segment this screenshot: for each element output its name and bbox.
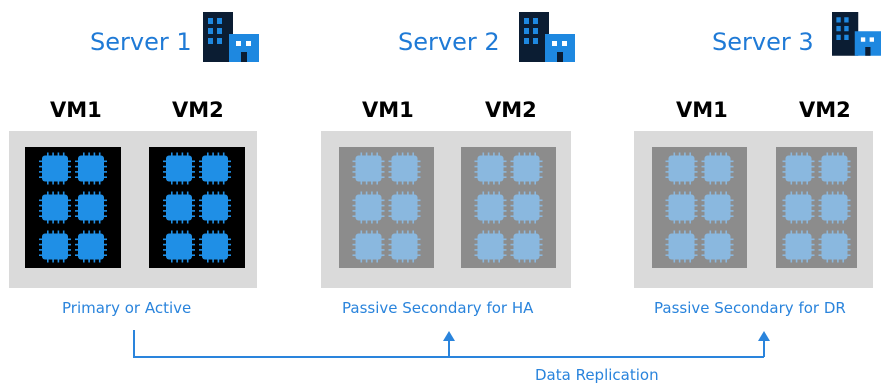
server-2-vm2 [461,147,556,268]
server-3-vm2-label: VM2 [799,98,851,122]
processor-chip-icon [665,230,698,263]
processor-chip-icon [163,191,195,224]
processor-chip-icon [75,230,107,263]
server-2-vm2-label: VM2 [485,98,537,122]
arrowhead-server-3 [758,331,770,341]
processor-chip-icon [39,230,71,263]
processor-chip-icon [199,152,231,185]
processor-chip-icon [665,152,698,185]
server-2-role-label: Passive Secondary for HA [342,299,534,317]
building-icon [519,12,575,62]
processor-chip-icon [352,152,385,185]
processor-chip-icon [39,152,71,185]
server-1-vm1 [25,147,121,268]
processor-chip-icon [510,191,543,224]
processor-chip-icon [163,152,195,185]
server-1-title: Server 1 [90,28,192,56]
processor-chip-icon [510,152,543,185]
server-2-vm1 [339,147,434,268]
arrowhead-server-2 [443,331,455,341]
server-3-role-label: Passive Secondary for DR [654,299,846,317]
replication-line [133,330,764,358]
server-1-vm2 [149,147,245,268]
processor-chip-icon [388,191,421,224]
processor-chip-icon [818,230,851,263]
server-3-vm1-label: VM1 [676,98,728,122]
processor-chip-icon [701,191,734,224]
server-1-role-label: Primary or Active [62,299,192,317]
server-3-vm1 [652,147,747,268]
processor-grid [352,152,421,263]
data-replication-label: Data Replication [535,366,659,384]
processor-chip-icon [818,191,851,224]
processor-chip-icon [510,230,543,263]
server-1-vm2-label: VM2 [172,98,224,122]
processor-chip-icon [199,230,231,263]
processor-grid [782,152,851,263]
processor-grid [665,152,734,263]
processor-chip-icon [163,230,195,263]
processor-chip-icon [75,191,107,224]
processor-chip-icon [199,191,231,224]
processor-chip-icon [782,191,815,224]
processor-chip-icon [474,230,507,263]
processor-chip-icon [701,230,734,263]
building-icon [203,12,259,62]
processor-chip-icon [818,152,851,185]
building-icon [832,12,881,56]
server-2-vm1-label: VM1 [362,98,414,122]
processor-chip-icon [352,191,385,224]
processor-grid [39,152,107,263]
processor-grid [163,152,231,263]
server-1-vm1-label: VM1 [50,98,102,122]
processor-chip-icon [701,152,734,185]
server-3-title: Server 3 [712,28,814,56]
processor-chip-icon [388,230,421,263]
processor-chip-icon [474,191,507,224]
processor-chip-icon [352,230,385,263]
processor-chip-icon [665,191,698,224]
server-3-vm2 [776,147,857,268]
processor-chip-icon [474,152,507,185]
processor-chip-icon [75,152,107,185]
processor-grid [474,152,543,263]
server-2-title: Server 2 [398,28,500,56]
processor-chip-icon [388,152,421,185]
processor-chip-icon [782,152,815,185]
processor-chip-icon [39,191,71,224]
processor-chip-icon [782,230,815,263]
